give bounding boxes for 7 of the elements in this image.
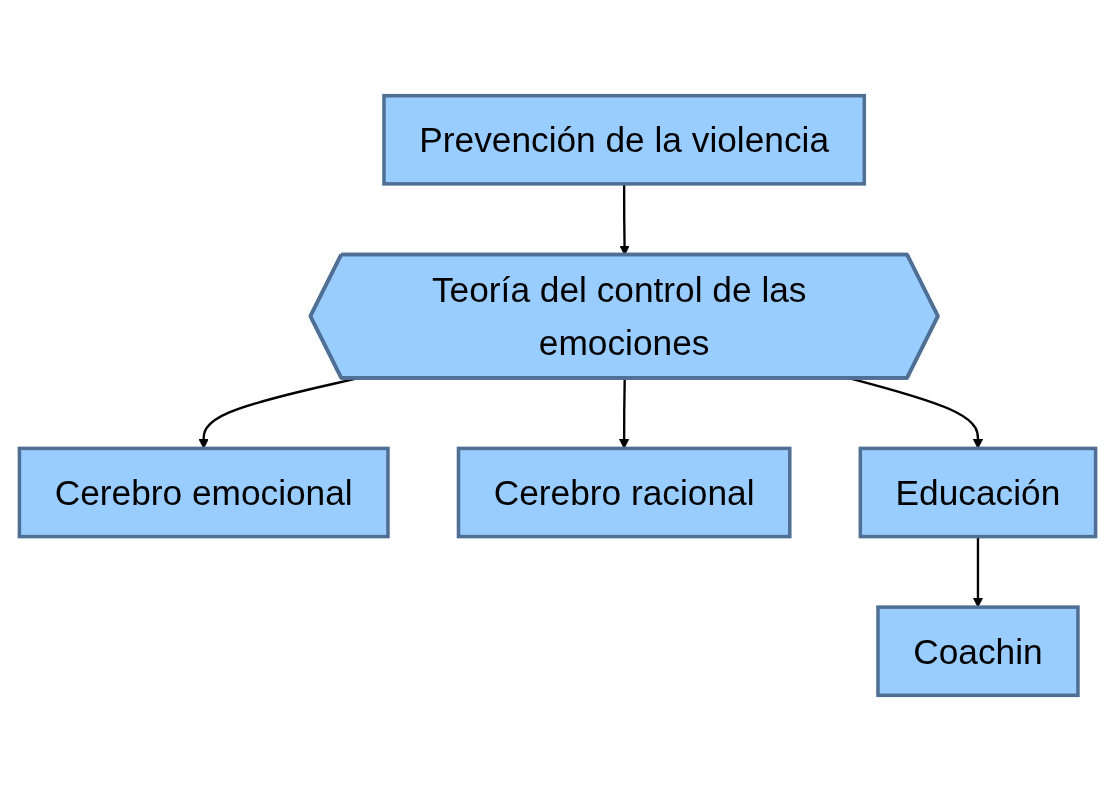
node-box: Cerebro emocional [17, 446, 390, 539]
node-box: Coachin [876, 605, 1080, 698]
node-box: Cerebro racional [456, 446, 792, 539]
node-box: Educación [858, 446, 1098, 539]
arrow [972, 536, 984, 608]
node-box: Prevención de la violencia [382, 93, 867, 186]
arrow [618, 378, 630, 449]
